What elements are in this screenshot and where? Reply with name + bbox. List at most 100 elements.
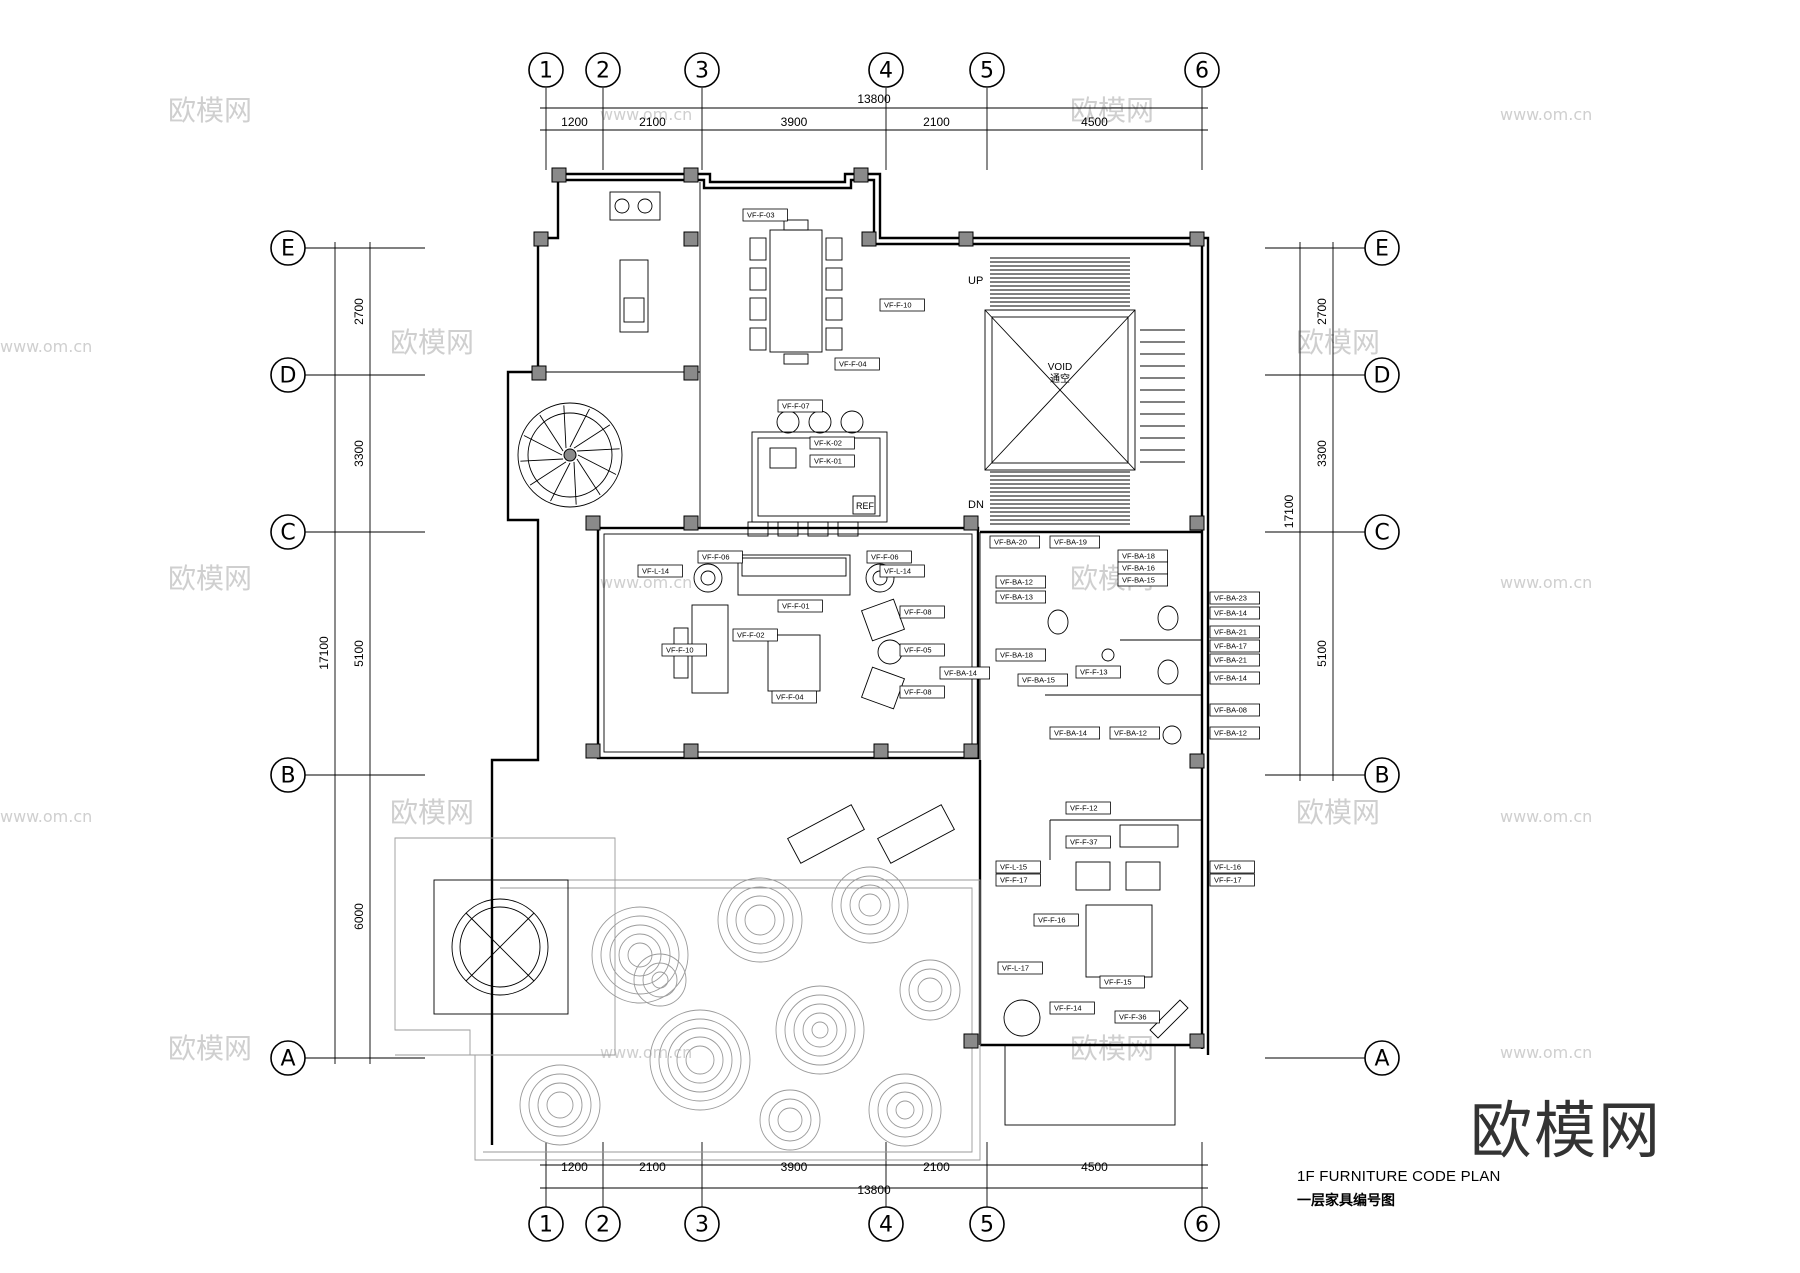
column-total-dimension: 13800: [857, 92, 891, 106]
row-total-dimension: 17100: [1282, 494, 1296, 528]
brand-logo: 欧模网: [1470, 1094, 1663, 1167]
svg-text:VF-BA-19: VF-BA-19: [1054, 538, 1087, 547]
svg-text:VF-F-14: VF-F-14: [1054, 1004, 1082, 1013]
watermark: 欧模网: [390, 326, 474, 359]
svg-text:VF-L-14: VF-L-14: [884, 567, 911, 576]
svg-text:3: 3: [695, 1213, 709, 1238]
grid-bubble-col-2: 2: [585, 52, 621, 88]
stair-down-label: DN: [968, 499, 984, 511]
svg-text:VF-BA-12: VF-BA-12: [1114, 729, 1147, 738]
furniture-code-tag: VF-L-14: [879, 564, 925, 578]
svg-text:B: B: [280, 764, 295, 789]
grid-bubble-row-A: A: [270, 1040, 306, 1076]
furniture-code-tag: VF-BA-16: [1117, 561, 1168, 575]
furniture-code-tag: VF-BA-15: [1117, 573, 1168, 587]
furniture-layer: REF: [433, 191, 1189, 1151]
svg-text:VF-F-08: VF-F-08: [904, 608, 932, 617]
plan-subtitle: 一层家具编号图: [1297, 1193, 1395, 1209]
furniture-code-tag: VF-F-10: [661, 643, 707, 657]
grid-bubble-col-1: 1: [528, 52, 564, 88]
svg-text:4: 4: [879, 59, 893, 84]
svg-text:4: 4: [879, 1213, 893, 1238]
furniture-code-tag: VF-BA-14: [939, 666, 990, 680]
svg-text:VF-BA-14: VF-BA-14: [944, 669, 977, 678]
svg-text:VF-BA-13: VF-BA-13: [1000, 593, 1033, 602]
svg-text:C: C: [280, 521, 295, 546]
svg-text:VF-F-05: VF-F-05: [904, 646, 932, 655]
svg-text:2: 2: [596, 59, 610, 84]
furniture-code-tag: VF-K-01: [809, 454, 855, 468]
column-dimension: 2100: [923, 1160, 950, 1174]
svg-text:VF-BA-16: VF-BA-16: [1122, 564, 1155, 573]
svg-text:VF-K-01: VF-K-01: [814, 457, 842, 466]
furniture-code-tag: VF-BA-21: [1209, 625, 1260, 639]
column-dimension: 2100: [923, 115, 950, 129]
watermark: 欧模网: [168, 562, 252, 595]
grid-bubble-col-1: 1: [528, 1206, 564, 1242]
furniture-code-tag: VF-F-08: [899, 685, 945, 699]
watermark-url: www.om.cn: [0, 807, 92, 826]
furniture-code-tag: VF-BA-15: [1017, 673, 1068, 687]
furniture-code-tag: VF-F-13: [1075, 665, 1121, 679]
furniture-code-tag: VF-BA-12: [995, 575, 1046, 589]
furniture-code-tag: VF-BA-14: [1049, 726, 1100, 740]
svg-text:VF-L-15: VF-L-15: [1000, 863, 1027, 872]
spiral-stair: [520, 405, 620, 505]
svg-text:VF-BA-12: VF-BA-12: [1000, 578, 1033, 587]
grid-bubble-row-E: E: [1364, 230, 1400, 266]
svg-text:VF-F-06: VF-F-06: [871, 553, 899, 562]
svg-text:VF-L-14: VF-L-14: [642, 567, 669, 576]
svg-text:VF-F-10: VF-F-10: [884, 301, 912, 310]
furniture-code-tag: VF-BA-14: [1209, 671, 1260, 685]
svg-text:VF-BA-18: VF-BA-18: [1122, 552, 1155, 561]
furniture-code-tag: VF-F-37: [1065, 835, 1111, 849]
grid-bubble-row-D: D: [270, 357, 306, 393]
svg-text:1: 1: [539, 1213, 553, 1238]
furniture-code-tag: VF-BA-18: [995, 648, 1046, 662]
svg-text:VF-F-37: VF-F-37: [1070, 838, 1098, 847]
grid-bubble-col-5: 5: [969, 52, 1005, 88]
svg-text:VF-BA-08: VF-BA-08: [1214, 706, 1247, 715]
furniture-code-tag: VF-BA-14: [1209, 606, 1260, 620]
watermark-url: www.om.cn: [1500, 1043, 1592, 1062]
svg-text:VF-F-04: VF-F-04: [839, 360, 867, 369]
furniture-code-tag: VF-L-14: [637, 564, 683, 578]
furniture-code-tag: VF-F-10: [879, 298, 925, 312]
furniture-code-tag: VF-F-04: [771, 690, 817, 704]
watermark-url: www.om.cn: [1500, 807, 1592, 826]
svg-text:VF-F-07: VF-F-07: [782, 402, 810, 411]
grid-bubble-row-C: C: [1364, 514, 1400, 550]
furniture-code-tag: VF-F-17: [995, 873, 1041, 887]
furniture-code-tags: VF-F-03VF-F-10VF-F-04VF-F-07VF-K-02VF-K-…: [637, 208, 1260, 1024]
furniture-code-tag: VF-F-36: [1114, 1010, 1160, 1024]
grid-bubble-col-6: 6: [1184, 52, 1220, 88]
row-dimension: 6000: [352, 903, 366, 930]
svg-text:C: C: [1374, 521, 1389, 546]
grid-bubble-col-2: 2: [585, 1206, 621, 1242]
column-total-dimension: 13800: [857, 1183, 891, 1197]
furniture-code-tag: VF-F-15: [1099, 975, 1145, 989]
terrace-paving-pattern: [519, 866, 961, 1151]
svg-text:A: A: [1374, 1047, 1389, 1072]
svg-text:B: B: [1374, 764, 1389, 789]
furniture-code-tag: VF-BA-21: [1209, 653, 1260, 667]
column-dimension: 3900: [781, 1160, 808, 1174]
column-dimension: 2100: [639, 1160, 666, 1174]
svg-text:2: 2: [596, 1213, 610, 1238]
furniture-code-tag: VF-F-01: [777, 599, 823, 613]
svg-text:5: 5: [980, 59, 994, 84]
grid-bubble-col-4: 4: [868, 1206, 904, 1242]
watermark: 欧模网: [1070, 1032, 1154, 1065]
row-dimension: 5100: [352, 640, 366, 667]
svg-text:VF-F-03: VF-F-03: [747, 211, 775, 220]
grid-bubble-row-D: D: [1364, 357, 1400, 393]
grid-lines: [300, 88, 1370, 1210]
svg-text:VF-BA-14: VF-BA-14: [1054, 729, 1087, 738]
svg-text:VF-L-16: VF-L-16: [1214, 863, 1241, 872]
grid-bubble-row-C: C: [270, 514, 306, 550]
furniture-code-tag: VF-BA-08: [1209, 703, 1260, 717]
watermark: 欧模网: [1070, 94, 1154, 127]
void-label: VOID: [1048, 362, 1072, 373]
column-dimension: 2100: [639, 115, 666, 129]
grid-bubble-row-B: B: [1364, 757, 1400, 793]
